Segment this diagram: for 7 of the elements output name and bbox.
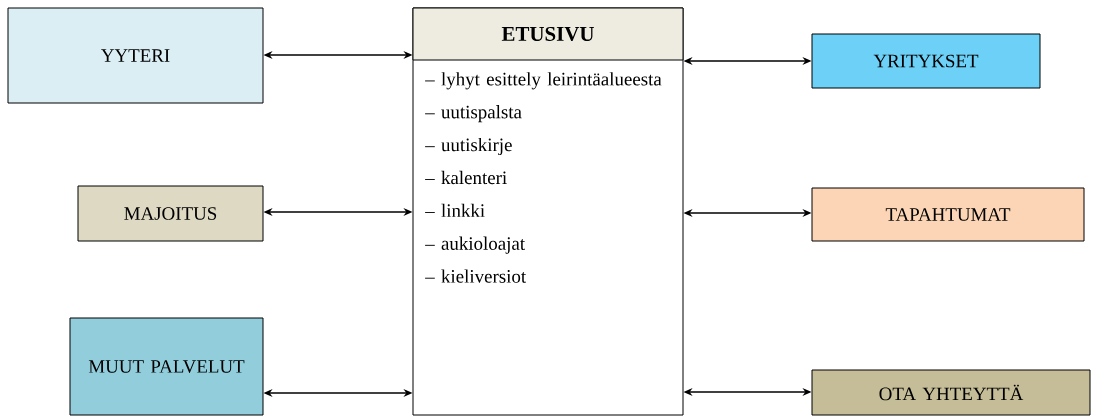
menu-box: TAPAHTUMAT <box>811 187 1085 242</box>
menu-box: MAJOITUS <box>77 185 264 242</box>
menu-box: OTA YHTEYTTÄ <box>811 369 1091 416</box>
page-box: ETUSIVU – lyhyt esittely leirintäalueesta – uutispalsta – uutiskirje – kalenteri – linkki – aukioloajat – kieliversiot <box>412 7 684 416</box>
menu-box: YRITYKSET <box>811 33 1041 89</box>
menu-box: MUUT PALVELUT <box>69 317 264 416</box>
menu-box: YYTERI <box>7 7 264 104</box>
